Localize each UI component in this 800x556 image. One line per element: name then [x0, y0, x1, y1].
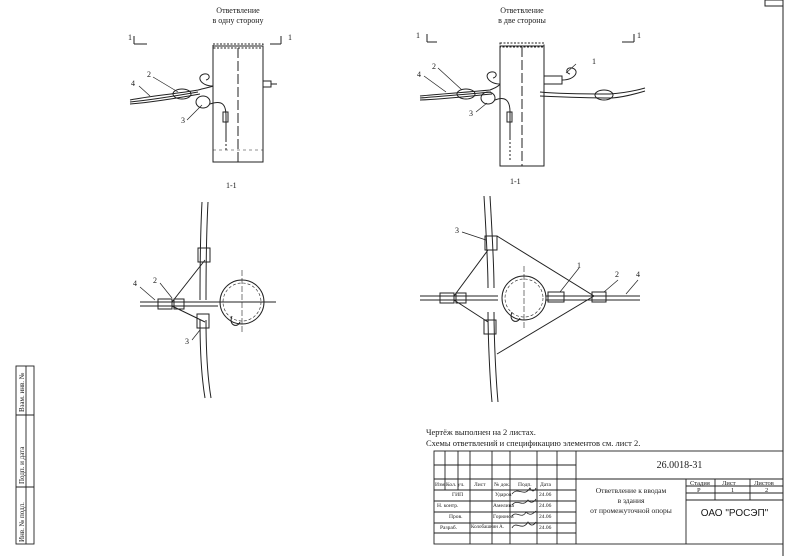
section-mark-left [133, 36, 282, 45]
callout-number: 4 [131, 79, 135, 88]
side-stamp-podp-data: Подп. и дата [18, 446, 26, 484]
one-side-caption-line1: Ответвление [216, 6, 260, 15]
signer-name: Ударов [495, 492, 512, 498]
sheets-value: 2 [765, 487, 769, 494]
stage-value: Р [697, 487, 701, 494]
section-mark-label: 1 [288, 33, 292, 42]
section-mark-label: 1 [128, 33, 132, 42]
callout-number: 1 [577, 261, 581, 270]
note-line-2: Схемы ответвлений и спецификацию элемент… [426, 438, 641, 448]
drawing-title-line2: в здания [617, 496, 645, 505]
side-stamp-grid [15, 365, 35, 545]
doc-number: 26.0018-31 [656, 460, 703, 471]
callout-number: 2 [147, 70, 151, 79]
callout-number: 4 [417, 70, 421, 79]
signer-role: Пров. [449, 514, 463, 520]
sheets-label: Листов [754, 480, 774, 487]
section-label: 1-1 [510, 177, 521, 186]
pole-one-side [129, 43, 277, 163]
section-label: 1-1 [226, 181, 237, 190]
callout-number: 2 [432, 62, 436, 71]
two-side-caption: Ответвление в две стороны [482, 6, 562, 26]
callout-number: 3 [455, 226, 459, 235]
signer-role: ГИП [452, 492, 464, 498]
signer-date: 24.06 [539, 503, 552, 509]
signer-name: Горюнов [493, 514, 514, 520]
header-col: № док. [494, 482, 511, 488]
pole-two-sides [419, 42, 646, 167]
title-block-grid [433, 450, 784, 545]
callout-number: 3 [185, 337, 189, 346]
signer-date: 24.06 [539, 514, 552, 520]
one-side-caption: Ответвление в одну сторону [198, 6, 278, 26]
drawing-title-line1: Ответвление к вводам [595, 486, 667, 495]
signer-name: Колобашкин А. [471, 525, 505, 530]
header-col: Кол. уч. [446, 482, 465, 488]
callout-number: 4 [636, 270, 640, 279]
signer-name: Амелина [493, 503, 514, 509]
section-mark-label: 1 [416, 31, 420, 40]
signer-role: Разраб. [440, 525, 458, 531]
section-one-side [140, 201, 276, 399]
sheet-label: Лист [722, 480, 736, 487]
callout-number: 4 [133, 279, 137, 288]
signer-date: 24.06 [539, 525, 552, 531]
side-stamp-inv-podl: Инв. № подл. [18, 502, 26, 542]
header-col: Лист [474, 482, 486, 488]
two-side-caption-line2: в две стороны [498, 16, 546, 25]
corner-stamp-box [764, 0, 784, 7]
signer-role: Н. контр. [437, 503, 459, 509]
callout-number: 2 [615, 270, 619, 279]
callout-number: 3 [469, 109, 473, 118]
stage-label: Стадия [690, 480, 710, 487]
organization-name: ОАО "РОСЭП" [700, 508, 769, 519]
section-two-sides [420, 195, 640, 403]
signer-date: 24.06 [539, 492, 552, 498]
side-stamp-vzam-inv: Взам. инв. № [18, 372, 26, 412]
sheet-notes: Чертёж выполнен на 2 листах. Схемы ответ… [426, 427, 640, 449]
one-side-caption-line2: в одну сторону [212, 16, 264, 25]
drawing-title: Ответвление к вводам в здания от промежу… [577, 486, 685, 516]
callout-number: 3 [181, 116, 185, 125]
section-mark-right [426, 34, 635, 43]
drawing-title-line3: от промежуточной опоры [590, 506, 672, 515]
two-side-caption-line1: Ответвление [500, 6, 544, 15]
signature-scribbles [511, 487, 537, 529]
sheet-value: 1 [731, 487, 735, 494]
callout-number: 2 [153, 276, 157, 285]
header-col: Изм. [435, 482, 446, 488]
callout-number: 1 [592, 57, 596, 66]
header-col: Дата [540, 482, 551, 488]
header-col: Подп. [518, 482, 532, 488]
section-mark-label: 1 [637, 31, 641, 40]
note-line-1: Чертёж выполнен на 2 листах. [426, 427, 536, 437]
